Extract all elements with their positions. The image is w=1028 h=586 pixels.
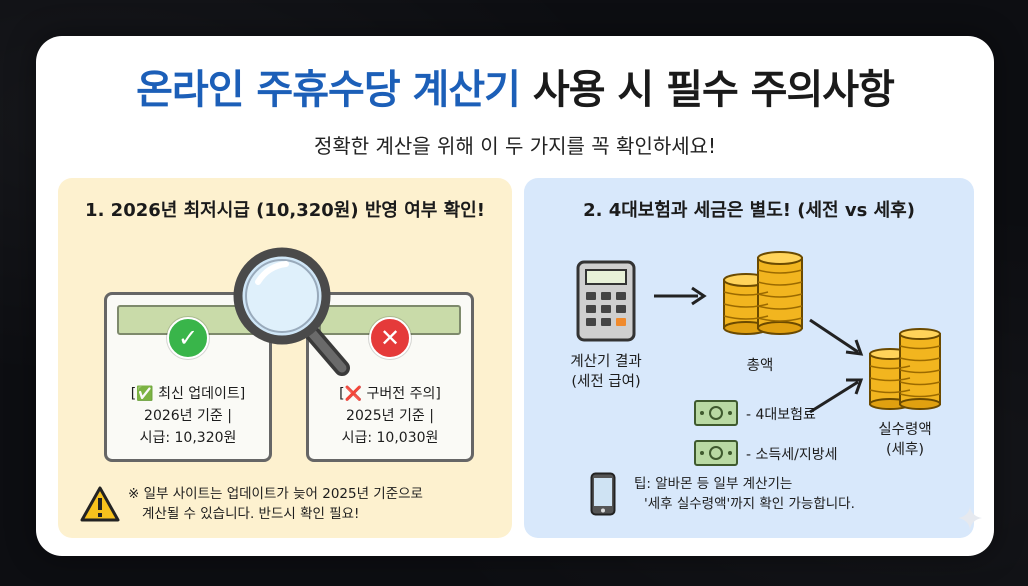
outdated-calculator-window: ✕ [❌ 구버전 주의] 2025년 기준 | 시급: 10,030원 (306, 292, 474, 462)
warning-text: ※ 일부 사이트는 업데이트가 늦어 2025년 기준으로 계산될 수 있습니다… (128, 484, 423, 524)
net-pay-line-1: 실수령액 (878, 422, 932, 438)
page-title: 온라인 주휴수당 계산기 사용 시 필수 주의사항 (36, 66, 994, 114)
calculator-icon (576, 260, 636, 342)
infographic-card: 온라인 주휴수당 계산기 사용 시 필수 주의사항 정확한 계산을 위해 이 두… (36, 36, 994, 556)
update-warning: ※ 일부 사이트는 업데이트가 늦어 2025년 기준으로 계산될 수 있습니다… (80, 484, 500, 528)
outdated-year: 2025년 기준 | (346, 408, 434, 424)
calculator-result-line-1: 계산기 결과 (570, 354, 642, 370)
coins-icon (723, 251, 803, 335)
warning-line-1: ※ 일부 사이트는 업데이트가 늦어 2025년 기준으로 (128, 486, 423, 502)
outdated-status: [❌ 구버전 주의] (339, 386, 441, 402)
warning-icon (80, 486, 120, 522)
deduction-tax: - 소득세/지방세 (746, 447, 838, 463)
outdated-wage: 시급: 10,030원 (341, 430, 439, 446)
arrow-right-icon (654, 286, 707, 306)
tax-panel-title: 2. 4대보험과 세금은 별도! (세전 vs 세후) (583, 200, 915, 221)
cross-icon: ✕ (369, 317, 411, 359)
magnifier-icon (233, 247, 350, 376)
tip-line-1: 팁: 알바몬 등 일부 계산기는 (634, 476, 793, 492)
coins-icon (869, 328, 941, 410)
net-pay-caption: 실수령액 (세후) (860, 420, 950, 460)
banknote-icon (694, 400, 738, 426)
updated-calculator-window: ✓ [✅ 최신 업데이트] 2026년 기준 | 시급: 10,320원 (104, 292, 272, 462)
arrow-diagonal-up-icon (809, 378, 864, 414)
check-icon: ✓ (167, 317, 209, 359)
title-highlight: 온라인 주휴수당 계산기 (136, 67, 521, 113)
smartphone-icon (590, 472, 616, 516)
arrow-diagonal-down-icon (809, 318, 864, 356)
updated-wage: 시급: 10,320원 (139, 430, 237, 446)
sparkle-icon (958, 506, 982, 530)
tip-text: 팁: 알바몬 등 일부 계산기는 '세후 실수령액'까지 확인 가능합니다. (634, 474, 855, 514)
net-pay-line-2: (세후) (886, 442, 924, 458)
title-rest: 사용 시 필수 주의사항 (532, 67, 895, 113)
warning-line-2: 계산될 수 있습니다. 반드시 확인 필요! (142, 506, 360, 522)
tip-line-2: '세후 실수령액'까지 확인 가능합니다. (644, 496, 855, 512)
calculator-result-caption: 계산기 결과 (세전 급여) (556, 352, 656, 392)
page-subtitle: 정확한 계산을 위해 이 두 가지를 꼭 확인하세요! (313, 134, 717, 158)
min-wage-panel-title: 1. 2026년 최저시급 (10,320원) 반영 여부 확인! (85, 200, 485, 221)
calculator-result-line-2: (세전 급여) (571, 374, 641, 390)
deduction-insurance: - 4대보험료 (746, 407, 816, 423)
tax-insurance-panel: 2. 4대보험과 세금은 별도! (세전 vs 세후) (524, 178, 974, 538)
min-wage-panel: 1. 2026년 최저시급 (10,320원) 반영 여부 확인! ✓ [✅ 최… (58, 178, 512, 538)
banknote-icon (694, 440, 738, 466)
updated-status: [✅ 최신 업데이트] (130, 386, 246, 402)
total-label: 총액 (746, 358, 774, 374)
updated-year: 2026년 기준 | (144, 408, 232, 424)
